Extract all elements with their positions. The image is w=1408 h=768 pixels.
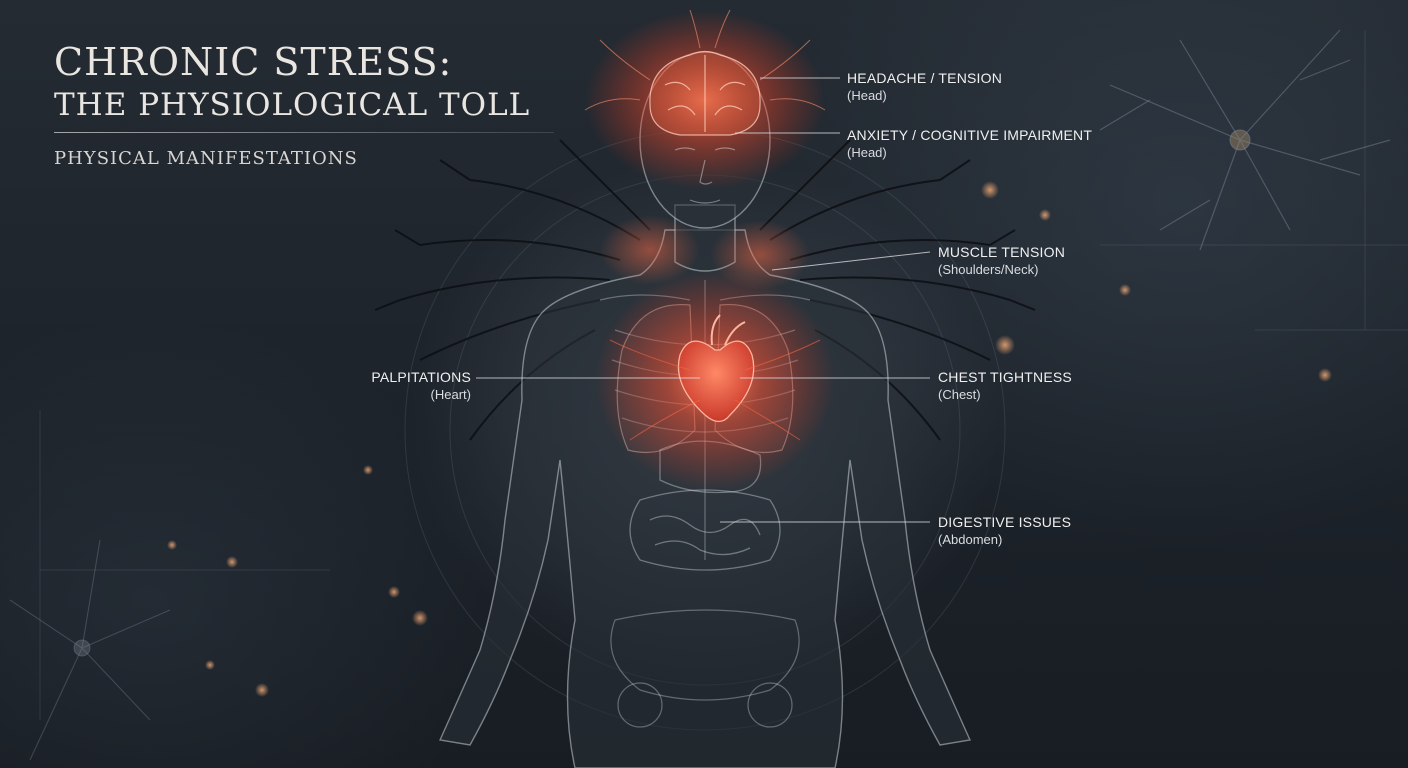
label-muscle-tension: MUSCLE TENSION (Shoulders/Neck) <box>938 244 1065 278</box>
label-digestive-issues: DIGESTIVE ISSUES (Abdomen) <box>938 514 1071 548</box>
grid-lines <box>39 30 1408 720</box>
neuron-icon <box>9 539 171 761</box>
subtitle: PHYSICAL MANIFESTATIONS <box>54 148 358 169</box>
symptom-name: CHEST TIGHTNESS <box>938 369 1072 385</box>
body-area: (Abdomen) <box>938 532 1003 547</box>
bokeh-dots <box>167 181 1332 697</box>
symptom-name: ANXIETY / COGNITIVE IMPAIRMENT <box>847 127 1093 143</box>
heart-icon <box>609 314 821 441</box>
label-headache: HEADACHE / TENSION (Head) <box>847 70 1002 104</box>
body-area: (Head) <box>847 88 887 103</box>
brain-icon <box>649 50 761 136</box>
face-features <box>674 147 736 204</box>
title-line-2: THE PHYSIOLOGICAL TOLL <box>54 87 531 123</box>
symptom-name: MUSCLE TENSION <box>938 244 1066 260</box>
neuron-icon <box>1099 29 1391 251</box>
symptom-name: PALPITATIONS <box>371 369 471 385</box>
label-palpitations: PALPITATIONS (Heart) <box>350 369 471 403</box>
title-divider <box>54 132 554 133</box>
label-chest-tightness: CHEST TIGHTNESS (Chest) <box>938 369 1072 403</box>
nerve-branches <box>374 139 1036 441</box>
head-nerves <box>584 9 826 111</box>
body-area: (Heart) <box>430 387 471 402</box>
body-area: (Chest) <box>938 387 981 402</box>
title-line-1: CHRONIC STRESS: <box>54 40 453 84</box>
body-area: (Shoulders/Neck) <box>938 262 1039 277</box>
label-anxiety: ANXIETY / COGNITIVE IMPAIRMENT (Head) <box>847 127 1092 161</box>
body-area: (Head) <box>847 145 887 160</box>
symptom-name: HEADACHE / TENSION <box>847 70 1003 86</box>
symptom-name: DIGESTIVE ISSUES <box>938 514 1072 530</box>
leader-lines <box>476 77 931 523</box>
